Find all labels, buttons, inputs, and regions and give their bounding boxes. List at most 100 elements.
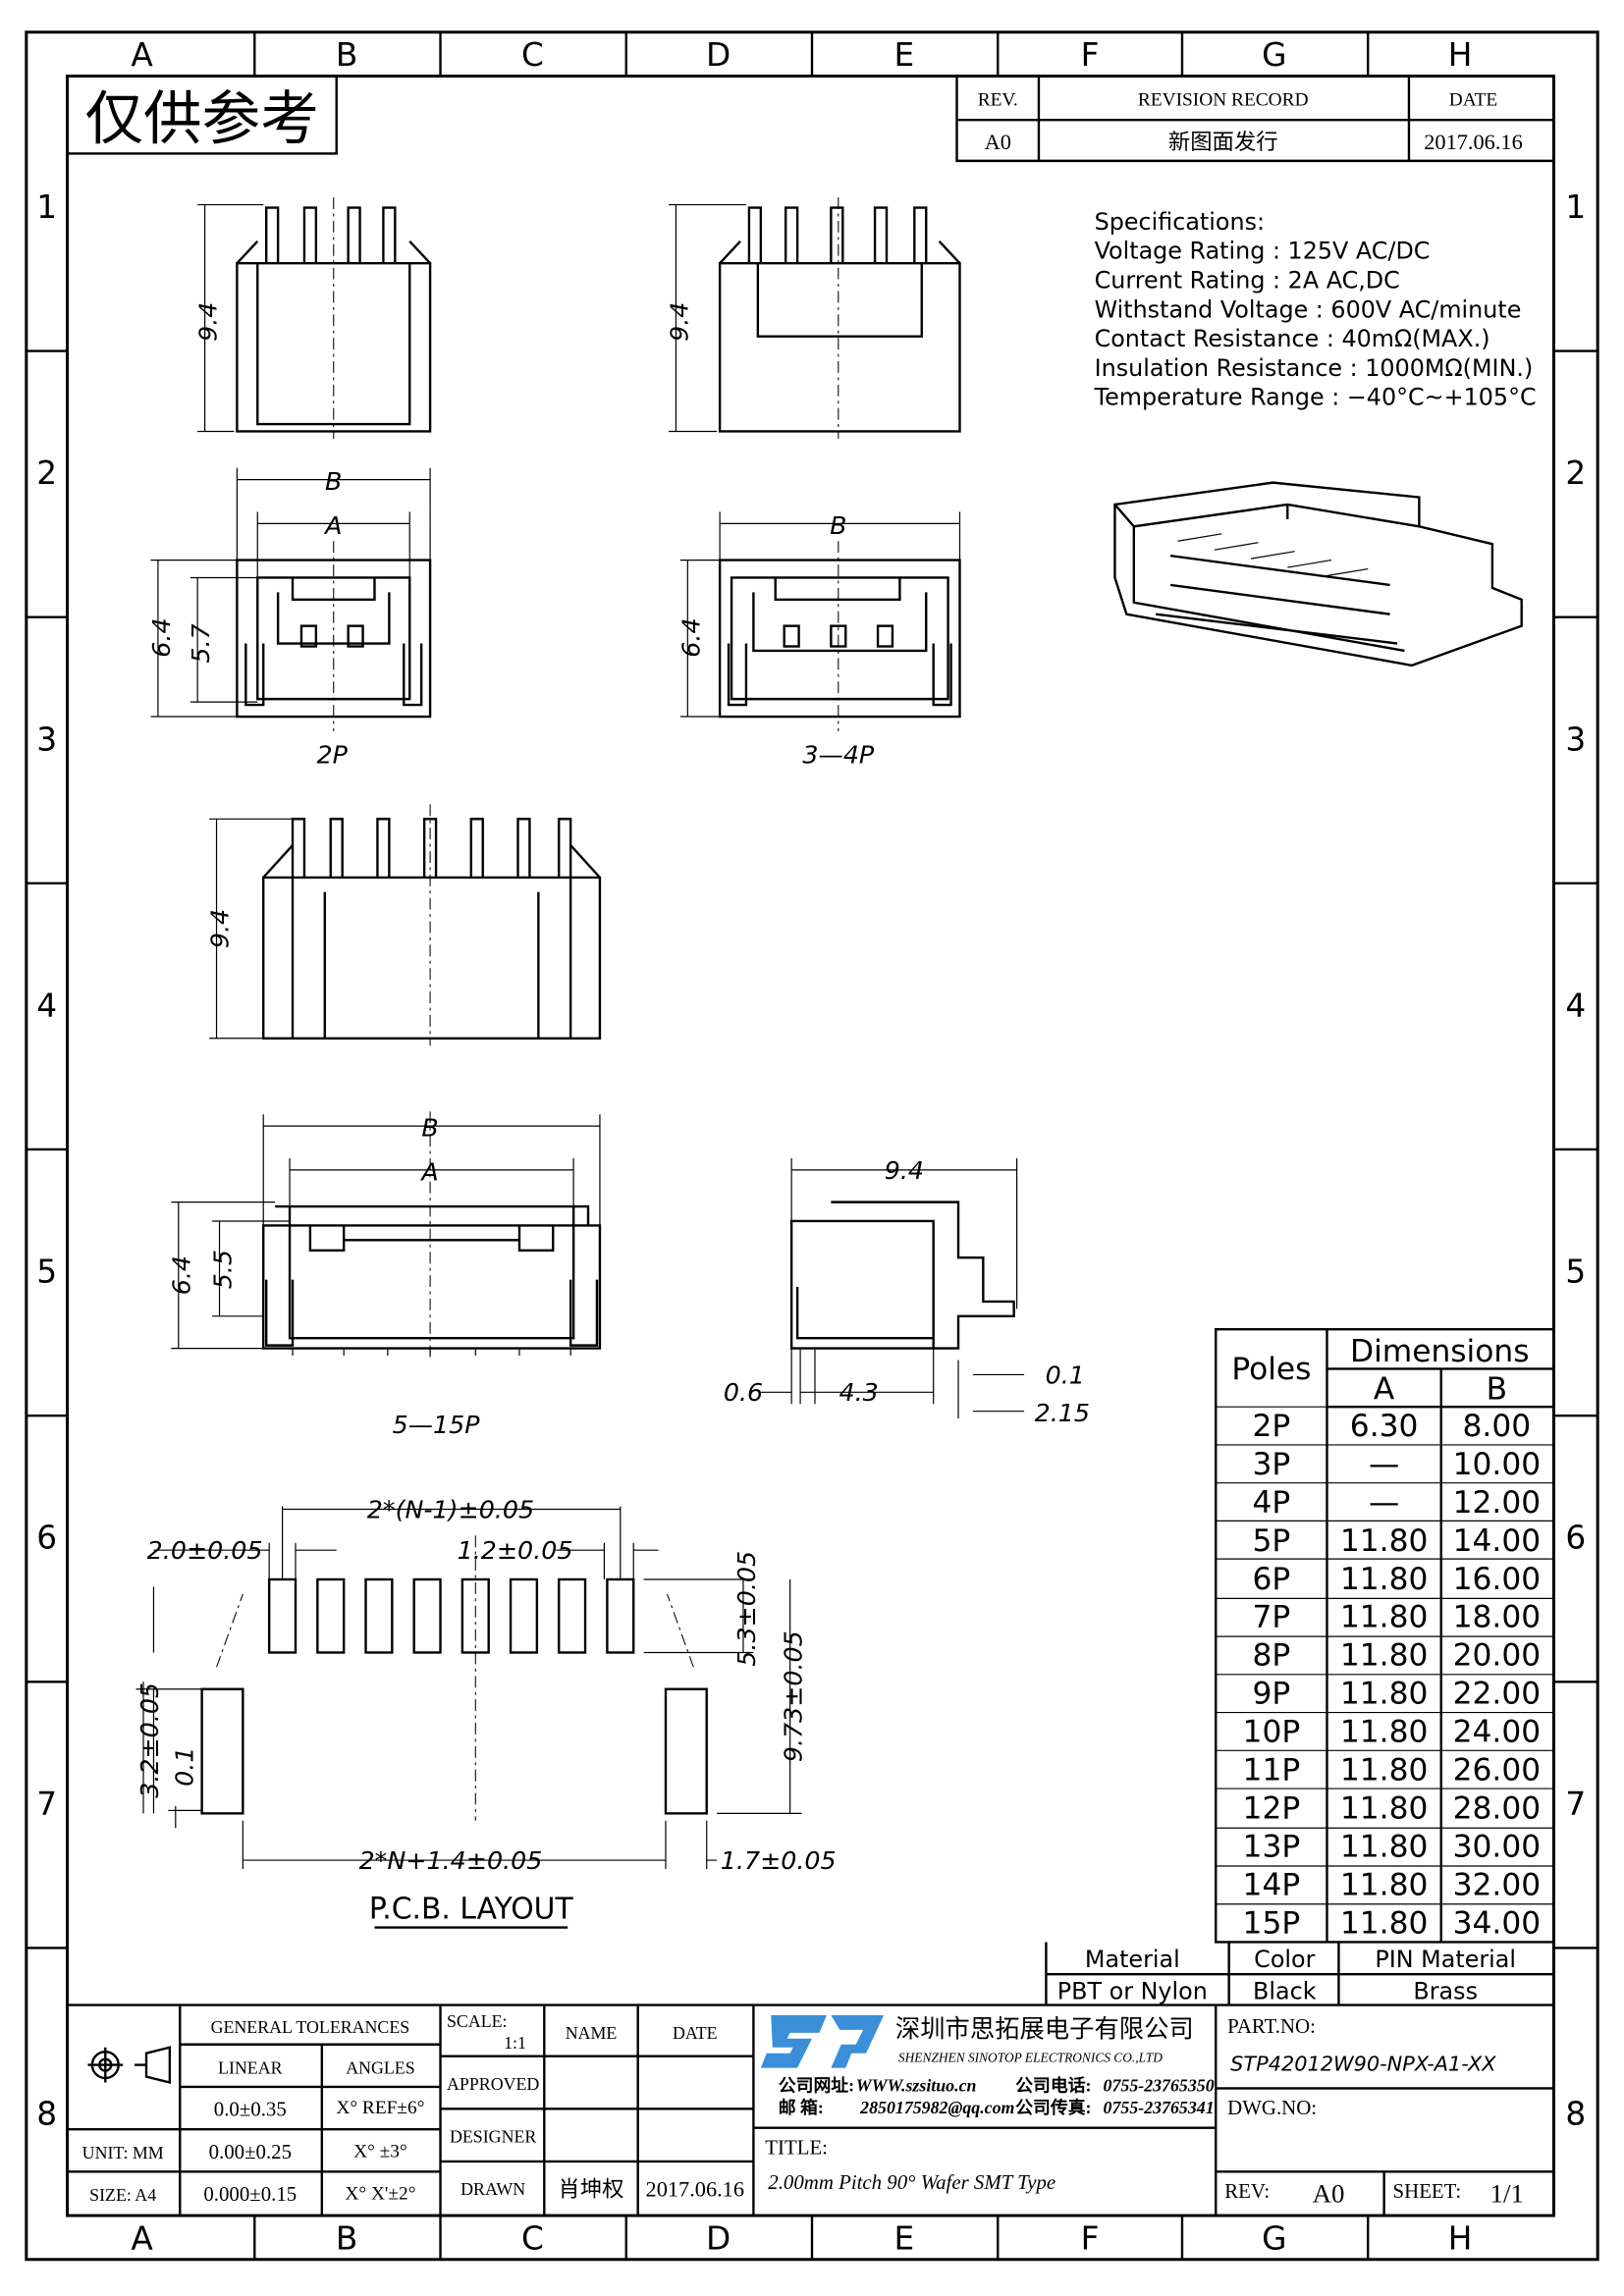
row-labels-left: 1 2 3 4 5 6 7 8 xyxy=(36,188,57,2133)
dimension-cell-b: 18.00 xyxy=(1453,1600,1542,1635)
angle-tol-2: X° ±3° xyxy=(353,2141,407,2162)
date-header: DATE xyxy=(1449,89,1497,110)
dim-pitch: 2*(N-1)±0.05 xyxy=(367,1494,534,1523)
specifications: Specifications: Voltage Rating : 125V AC… xyxy=(1094,208,1537,411)
scale-label: SCALE: xyxy=(447,2011,508,2031)
dim-total-height: 9.73±0.05 xyxy=(779,1630,808,1762)
row-label: 3 xyxy=(36,721,57,758)
material-value: PBT or Nylon xyxy=(1057,1978,1208,2005)
dimension-cell-poles: 4P xyxy=(1253,1485,1291,1521)
dim-mount-width: 1.7±0.05 xyxy=(721,1845,837,1875)
dimension-cell-poles: 6P xyxy=(1253,1562,1291,1597)
row-label: 6 xyxy=(36,1520,57,1557)
linear-label: LINEAR xyxy=(218,2058,283,2078)
tel-value: 0755-23765350 xyxy=(1104,2075,1215,2095)
spec-line: Contact Resistance : 40mΩ(MAX.) xyxy=(1095,325,1490,352)
col-label: E xyxy=(894,36,915,74)
dimension-cell-a: 11.80 xyxy=(1340,1600,1429,1635)
col-label: E xyxy=(894,2219,915,2257)
revision-record: 新图面发行 xyxy=(1168,130,1278,154)
mail-value: 2850175982@qq.com xyxy=(859,2098,1014,2117)
a-header: A xyxy=(1374,1372,1395,1408)
row-label: 1 xyxy=(1565,188,1586,226)
drawn-name: 肖坤权 xyxy=(558,2177,623,2202)
angle-tol-1: X° REF±6° xyxy=(336,2098,424,2118)
spec-line: Insulation Resistance : 1000MΩ(MIN.) xyxy=(1095,354,1534,382)
dimension-cell-a: 11.80 xyxy=(1340,1829,1429,1864)
row-label: 7 xyxy=(1565,1786,1586,1823)
web-label: 公司网址: xyxy=(779,2075,854,2095)
drawing-title: 2.00mm Pitch 90° Wafer SMT Type xyxy=(768,2170,1056,2194)
color-value: Black xyxy=(1253,1978,1317,2005)
dimension-cell-a: 11.80 xyxy=(1340,1790,1429,1826)
dimension-cell-b: 34.00 xyxy=(1453,1905,1542,1941)
dimension-cell-a: 11.80 xyxy=(1340,1677,1429,1712)
row-label: 4 xyxy=(36,987,57,1024)
angles-label: ANGLES xyxy=(346,2058,414,2078)
row-label: 6 xyxy=(1565,1520,1586,1557)
specs-title: Specifications: xyxy=(1095,208,1265,236)
poles-header: Poles xyxy=(1231,1352,1311,1387)
size-label: SIZE: A4 xyxy=(89,2185,156,2205)
column-labels-bottom: A B C D E F G H xyxy=(131,2219,1472,2257)
col-label: C xyxy=(521,2219,544,2257)
col-label: F xyxy=(1081,2219,1100,2257)
rev-label: REV: xyxy=(1224,2179,1270,2203)
row-label: 3 xyxy=(1565,721,1586,758)
label-5-15p: 5—15P xyxy=(393,1410,481,1439)
view-2p-front: 9.4 xyxy=(193,197,432,439)
dim-6-4: 6.4 xyxy=(167,1255,196,1295)
drawn-label: DRAWN xyxy=(460,2179,525,2199)
row-label: 5 xyxy=(1565,1254,1586,1291)
pcb-layout: 2*(N-1)±0.05 2.0±0.05 1.2±0.05 5.3±0.05 … xyxy=(135,1494,837,1929)
dim-span: 2*N+1.4±0.05 xyxy=(359,1845,543,1875)
dimension-cell-b: 32.00 xyxy=(1453,1867,1542,1902)
row-label: 2 xyxy=(36,454,57,492)
dim-5-5: 5.5 xyxy=(207,1250,237,1289)
col-label: G xyxy=(1262,2219,1286,2257)
dimension-cell-a: 11.80 xyxy=(1340,1905,1429,1941)
dimension-cell-b: 22.00 xyxy=(1453,1677,1542,1712)
name-header: NAME xyxy=(566,2023,618,2043)
material-table: Material Color PIN Material PBT or Nylon… xyxy=(1045,1942,1554,2005)
col-label: C xyxy=(521,36,544,74)
col-label: H xyxy=(1448,2219,1473,2257)
view-side: 9.4 0.6 4.3 0.1 2.15 xyxy=(724,1155,1090,1427)
revision-date: 2017.06.16 xyxy=(1424,130,1522,154)
view-515p-top: B A 6.4 5.5 5—15P xyxy=(167,1111,602,1439)
dim-pad-width: 2.0±0.05 xyxy=(147,1535,263,1565)
b-header: B xyxy=(1487,1372,1507,1408)
dimension-cell-poles: 15P xyxy=(1243,1905,1301,1941)
dwg-no-label: DWG.NO: xyxy=(1227,2096,1317,2119)
dimension-cell-poles: 7P xyxy=(1253,1600,1291,1635)
inner-frame xyxy=(66,74,1555,2217)
dimension-cell-b: 14.00 xyxy=(1453,1523,1542,1559)
col-label: A xyxy=(131,36,153,74)
dimension-cell-poles: 8P xyxy=(1253,1638,1291,1674)
row-label: 5 xyxy=(36,1254,57,1291)
dimension-cell-a: 11.80 xyxy=(1340,1638,1429,1674)
dim-mount-offset: 0.1 xyxy=(170,1747,199,1787)
view-2p-top: B A 6.4 5.7 2P xyxy=(146,466,432,770)
dimension-cell-a: 11.80 xyxy=(1340,1752,1429,1788)
linear-tol-3: 0.000±0.15 xyxy=(203,2182,297,2206)
projection-symbol-icon xyxy=(87,2046,172,2085)
scale-value: 1:1 xyxy=(504,2033,526,2053)
dim-pad-height: 5.3±0.05 xyxy=(731,1551,761,1667)
view-34p-top: B 6.4 3—4P xyxy=(676,510,961,770)
tel-label: 公司电话: xyxy=(1015,2074,1091,2095)
dimension-cell-b: 26.00 xyxy=(1453,1752,1542,1788)
title-label: TITLE: xyxy=(765,2135,828,2159)
dimension-cell-poles: 13P xyxy=(1243,1829,1301,1864)
reference-stamp-box xyxy=(66,75,338,155)
dimension-cell-a: 11.80 xyxy=(1340,1562,1429,1597)
grid-dividers xyxy=(26,31,1598,2260)
revision-table: REV. REVISION RECORD DATE A0 新图面发行 2017.… xyxy=(955,76,1554,163)
view-34p-front: 9.4 xyxy=(664,197,961,439)
spec-line: Temperature Range : −40°C~+105°C xyxy=(1094,384,1537,411)
date-header: DATE xyxy=(673,2023,718,2043)
row-label: 8 xyxy=(1565,2096,1586,2133)
reference-stamp: 仅供参考 xyxy=(84,86,318,154)
dimension-cell-b: 8.00 xyxy=(1463,1409,1532,1444)
